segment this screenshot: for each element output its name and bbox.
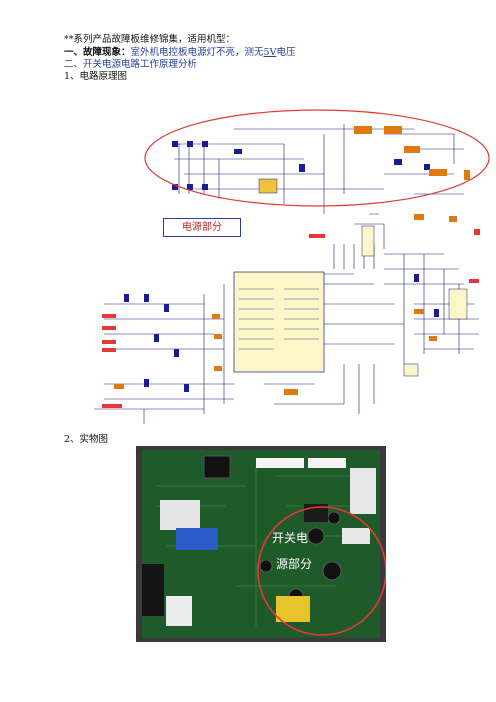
fault-line: 一、故障现象：室外机电控板电源灯不亮，测无5V电压 xyxy=(64,47,295,59)
fault-desc-post: 电压 xyxy=(276,47,296,58)
overlay-text-2: 源部分 xyxy=(276,556,312,571)
overlay-text-1: 开关电 xyxy=(272,531,308,545)
fault-voltage: 5V xyxy=(263,47,277,58)
fault-desc-pre: 室外机电控板电源灯不亮，测无 xyxy=(130,47,264,58)
power-section-callout: 电源部分 xyxy=(163,218,241,237)
circuit-schematic xyxy=(94,109,490,424)
sub-heading-schematic: 1、电路原理图 xyxy=(64,71,128,82)
fault-label: 一、故障现象： xyxy=(64,47,131,58)
board-photo: 开关电 源部分 xyxy=(136,446,386,642)
sub-heading-photo: 2、实物图 xyxy=(64,434,109,445)
section-two-heading: 二、开关电源电路工作原理分析 xyxy=(64,59,198,70)
title-line: **系列产品故障板维修锦集，适用机型： xyxy=(64,34,236,45)
